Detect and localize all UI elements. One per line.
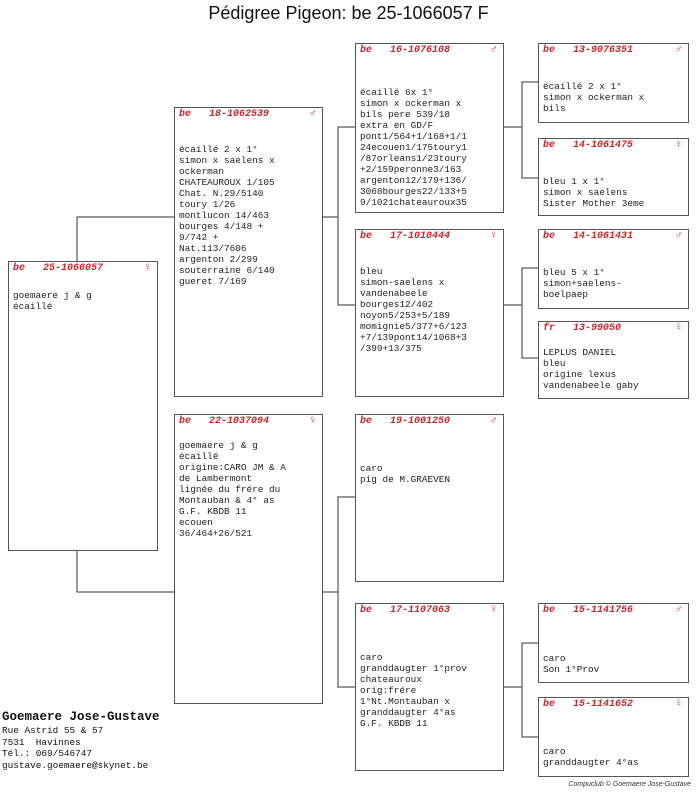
ring-number: 16-1076108 [390,45,451,56]
ring-header: be 22-1037094 ♀ [179,415,316,428]
ring-header: fr 13-99050 ♀ [543,322,682,335]
country-code: be [543,140,556,151]
pigeon-card-sdd[interactable]: fr 13-99050 ♀ LEPLUS DANIEL bleu origine l… [538,321,689,399]
male-icon: ♂ [490,44,497,56]
page-title: Pédigree Pigeon: be 25-1066057 F [208,3,489,23]
pigeon-notes: bleu 1 x 1° simon x saelens Sister Mothe… [543,176,645,209]
male-icon: ♂ [675,44,682,56]
female-icon: ♀ [144,262,151,274]
ring-number: 13-99050 [573,323,622,334]
pigeon-notes: bleu 5 x 1° simon+saelens- boelpaep [543,267,622,300]
ring-header: be 19-1001250 ♂ [360,415,497,428]
ring-number: 19-1001250 [390,416,451,427]
ring-number: 17-1107063 [390,605,451,616]
ring-header: be 18-1062539 ♂ [179,108,316,121]
country-code: be [179,416,192,427]
pigeon-card-sire[interactable]: be 18-1062539 ♂ écaillé 2 x 1° simon x sae… [174,107,323,397]
pigeon-card-dam-dam[interactable]: be 17-1107063 ♀ caro granddaugter 1°prov c… [355,603,504,771]
pigeon-card-sire-dam[interactable]: be 17-1010444 ♀ bleu simon-saelens x vande… [355,229,504,397]
owner-address: Rue Astrid 55 & 57 [2,725,104,736]
country-code: be [543,45,556,56]
ring-header: be 14-1061431 ♂ [543,230,682,243]
pigeon-card-sds[interactable]: be 14-1061431 ♂ bleu 5 x 1° simon+saelens-… [538,229,689,309]
ring-number: 17-1010444 [390,231,451,242]
male-icon: ♂ [675,604,682,616]
country-code: be [360,45,373,56]
owner-city: 7531 Havinnes [2,736,81,748]
ring-number: 14-1061431 [573,231,634,242]
ring-header: be 17-1107063 ♀ [360,604,497,617]
pigeon-notes: goemaere j & g écaillé origine:CARO JM &… [179,440,286,539]
pigeon-notes: caro Son 1°Prov [543,653,600,675]
pigeon-card-dds[interactable]: be 15-1141756 ♂ caro Son 1°Prov [538,603,689,683]
ring-header: be 15-1141652 ♀ [543,698,682,711]
pigeon-card-dam-sire[interactable]: be 19-1001250 ♂ caro pig de M.GRAEVEN [355,414,504,582]
pigeon-notes: écaillé 2 x 1° simon x ockerman x bils [543,81,645,114]
female-icon: ♀ [490,230,497,242]
female-icon: ♀ [309,415,316,427]
ring-number: 18-1062539 [209,109,270,120]
pigeon-card-sire-sire[interactable]: be 16-1076108 ♂ écaillé 6x 1° simon x ocke… [355,43,504,213]
country-code: be [13,263,26,274]
pigeon-notes: caro granddaugter 4°as [543,746,639,768]
ring-number: 15-1141756 [573,605,634,616]
software-credit: Compuclub © Goemaere Jose-Gustave [568,781,691,788]
owner-name: Goemaere Jose-Gustave [2,710,160,724]
country-code: be [543,231,556,242]
ring-number: 25-1066057 [43,263,104,274]
ring-header: be 15-1141756 ♂ [543,604,682,617]
pigeon-notes: caro granddaugter 1°prov chateauroux ori… [360,652,467,729]
country-code: be [543,605,556,616]
female-icon: ♀ [675,698,682,710]
pigeon-card-subject[interactable]: be 25-1066057 ♀ goemaere j & g écaillé [8,261,158,551]
country-code: be [179,109,192,120]
ring-header: be 14-1061475 ♀ [543,139,682,152]
ring-header: be 16-1076108 ♂ [360,44,497,57]
female-icon: ♀ [675,322,682,334]
country-code: be [360,605,373,616]
ring-number: 15-1141652 [573,699,634,710]
pigeon-notes: écaillé 6x 1° simon x ockerman x bils pe… [360,87,467,208]
owner-info: Goemaere Jose-Gustave Rue Astrid 55 & 57… [2,710,160,771]
pigeon-card-ssd[interactable]: be 14-1061475 ♀ bleu 1 x 1° simon x saelen… [538,138,689,216]
ring-number: 22-1037094 [209,416,270,427]
pigeon-card-dam[interactable]: be 22-1037094 ♀ goemaere j & g écaillé ori… [174,414,323,704]
country-code: be [543,699,556,710]
pigeon-card-ddd[interactable]: be 15-1141652 ♀ caro granddaugter 4°as [538,697,689,777]
male-icon: ♂ [675,230,682,242]
pigeon-notes: goemaere j & g écaillé [13,290,92,312]
owner-phone: Tél.: 069/546747 [2,748,93,759]
owner-email[interactable]: gustave.goemaere@skynet.be [2,759,149,771]
female-icon: ♀ [490,604,497,616]
ring-header: be 17-1010444 ♀ [360,230,497,243]
ring-number: 14-1061475 [573,140,634,151]
ring-header: be 13-9076351 ♂ [543,44,682,57]
female-icon: ♀ [675,139,682,151]
country-code: be [360,416,373,427]
country-code: be [360,231,373,242]
ring-number: 13-9076351 [573,45,634,56]
pigeon-notes: LEPLUS DANIEL bleu origine lexus vandena… [543,347,639,391]
country-code: fr [543,323,556,334]
pigeon-notes: écaillé 2 x 1° simon x saelens x ockerma… [179,144,275,287]
pigeon-notes: caro pig de M.GRAEVEN [360,463,451,485]
male-icon: ♂ [490,415,497,427]
pigeon-card-sss[interactable]: be 13-9076351 ♂ écaillé 2 x 1° simon x ock… [538,43,689,123]
ring-header: be 25-1066057 ♀ [13,262,151,275]
male-icon: ♂ [309,108,316,120]
pigeon-notes: bleu simon-saelens x vandenabeele bourge… [360,266,467,354]
